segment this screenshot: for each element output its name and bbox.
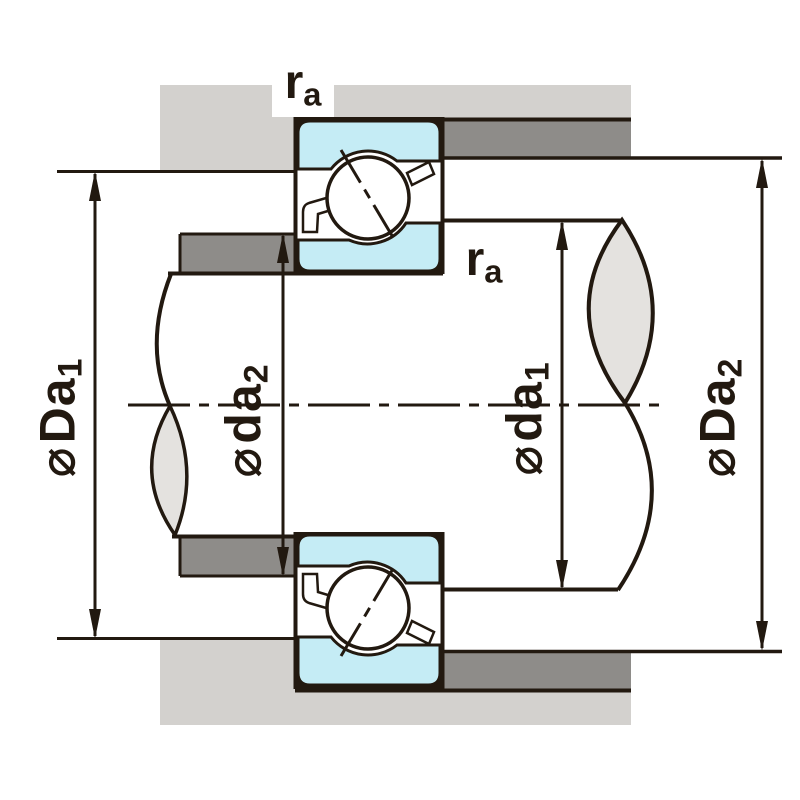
dimension-da2	[277, 233, 289, 577]
contact-angle-line	[339, 561, 399, 657]
cage-right	[405, 619, 436, 646]
outer-ring	[296, 635, 442, 687]
dimension-Da2	[756, 158, 768, 651]
dim-subscript: 2	[237, 364, 276, 384]
dim-subscript: 2	[711, 358, 750, 378]
spacer-housing-lower	[443, 652, 631, 690]
dim-base: da	[215, 383, 272, 444]
dim-subscript: 1	[51, 358, 90, 378]
dimension-Da1	[89, 171, 101, 639]
contact-angle-line	[339, 149, 399, 245]
arrowhead-up	[89, 171, 101, 201]
spacer-shaft-upper	[180, 234, 297, 273]
shaft-break-left-arc	[154, 273, 173, 407]
diameter-symbol: ⌀	[214, 446, 273, 478]
diameter-symbol: ⌀	[28, 446, 87, 478]
arrowhead-down	[756, 621, 768, 651]
arrowhead-up	[277, 233, 289, 263]
shaft-left-section	[156, 274, 443, 535]
dimension-label-Da2: ⌀Da2	[688, 358, 750, 478]
dim-base: Da	[29, 377, 86, 444]
arrowhead-up	[556, 220, 568, 250]
arrowhead-down	[89, 609, 101, 639]
spacer-housing-upper	[443, 120, 631, 158]
ra-subscript: a	[484, 252, 503, 290]
dim-base: da	[496, 381, 553, 442]
ra-base: r	[284, 56, 304, 110]
arrowhead-down	[556, 560, 568, 590]
inner-ring	[296, 533, 442, 585]
dim-base: Da	[689, 377, 746, 444]
arrowhead-up	[756, 158, 768, 188]
bearing-top	[293, 117, 445, 274]
diameter-symbol: ⌀	[688, 446, 747, 478]
shaft-break-right-arc	[616, 401, 654, 592]
ra-base: r	[465, 233, 485, 287]
dimension-label-Da1: ⌀Da1	[28, 358, 90, 478]
dim-subscript: 1	[518, 362, 557, 382]
fillet-radius-label-side: ra	[466, 236, 503, 288]
inner-ring	[296, 221, 442, 273]
ra-subscript: a	[303, 75, 322, 113]
diameter-symbol: ⌀	[495, 444, 554, 476]
spacer-shaft-lower	[180, 537, 297, 576]
dimension-da1	[556, 220, 568, 590]
cage-right	[405, 160, 436, 187]
fillet-radius-label-top: ra	[285, 59, 322, 111]
dimension-label-da1: ⌀da1	[495, 362, 557, 475]
dimension-label-da2: ⌀da2	[214, 364, 276, 477]
outer-ring	[296, 119, 442, 171]
ra-label-backdrop	[272, 54, 334, 117]
bearing-bottom	[293, 532, 445, 689]
housing-lower	[160, 639, 631, 725]
arrowhead-down	[277, 547, 289, 577]
